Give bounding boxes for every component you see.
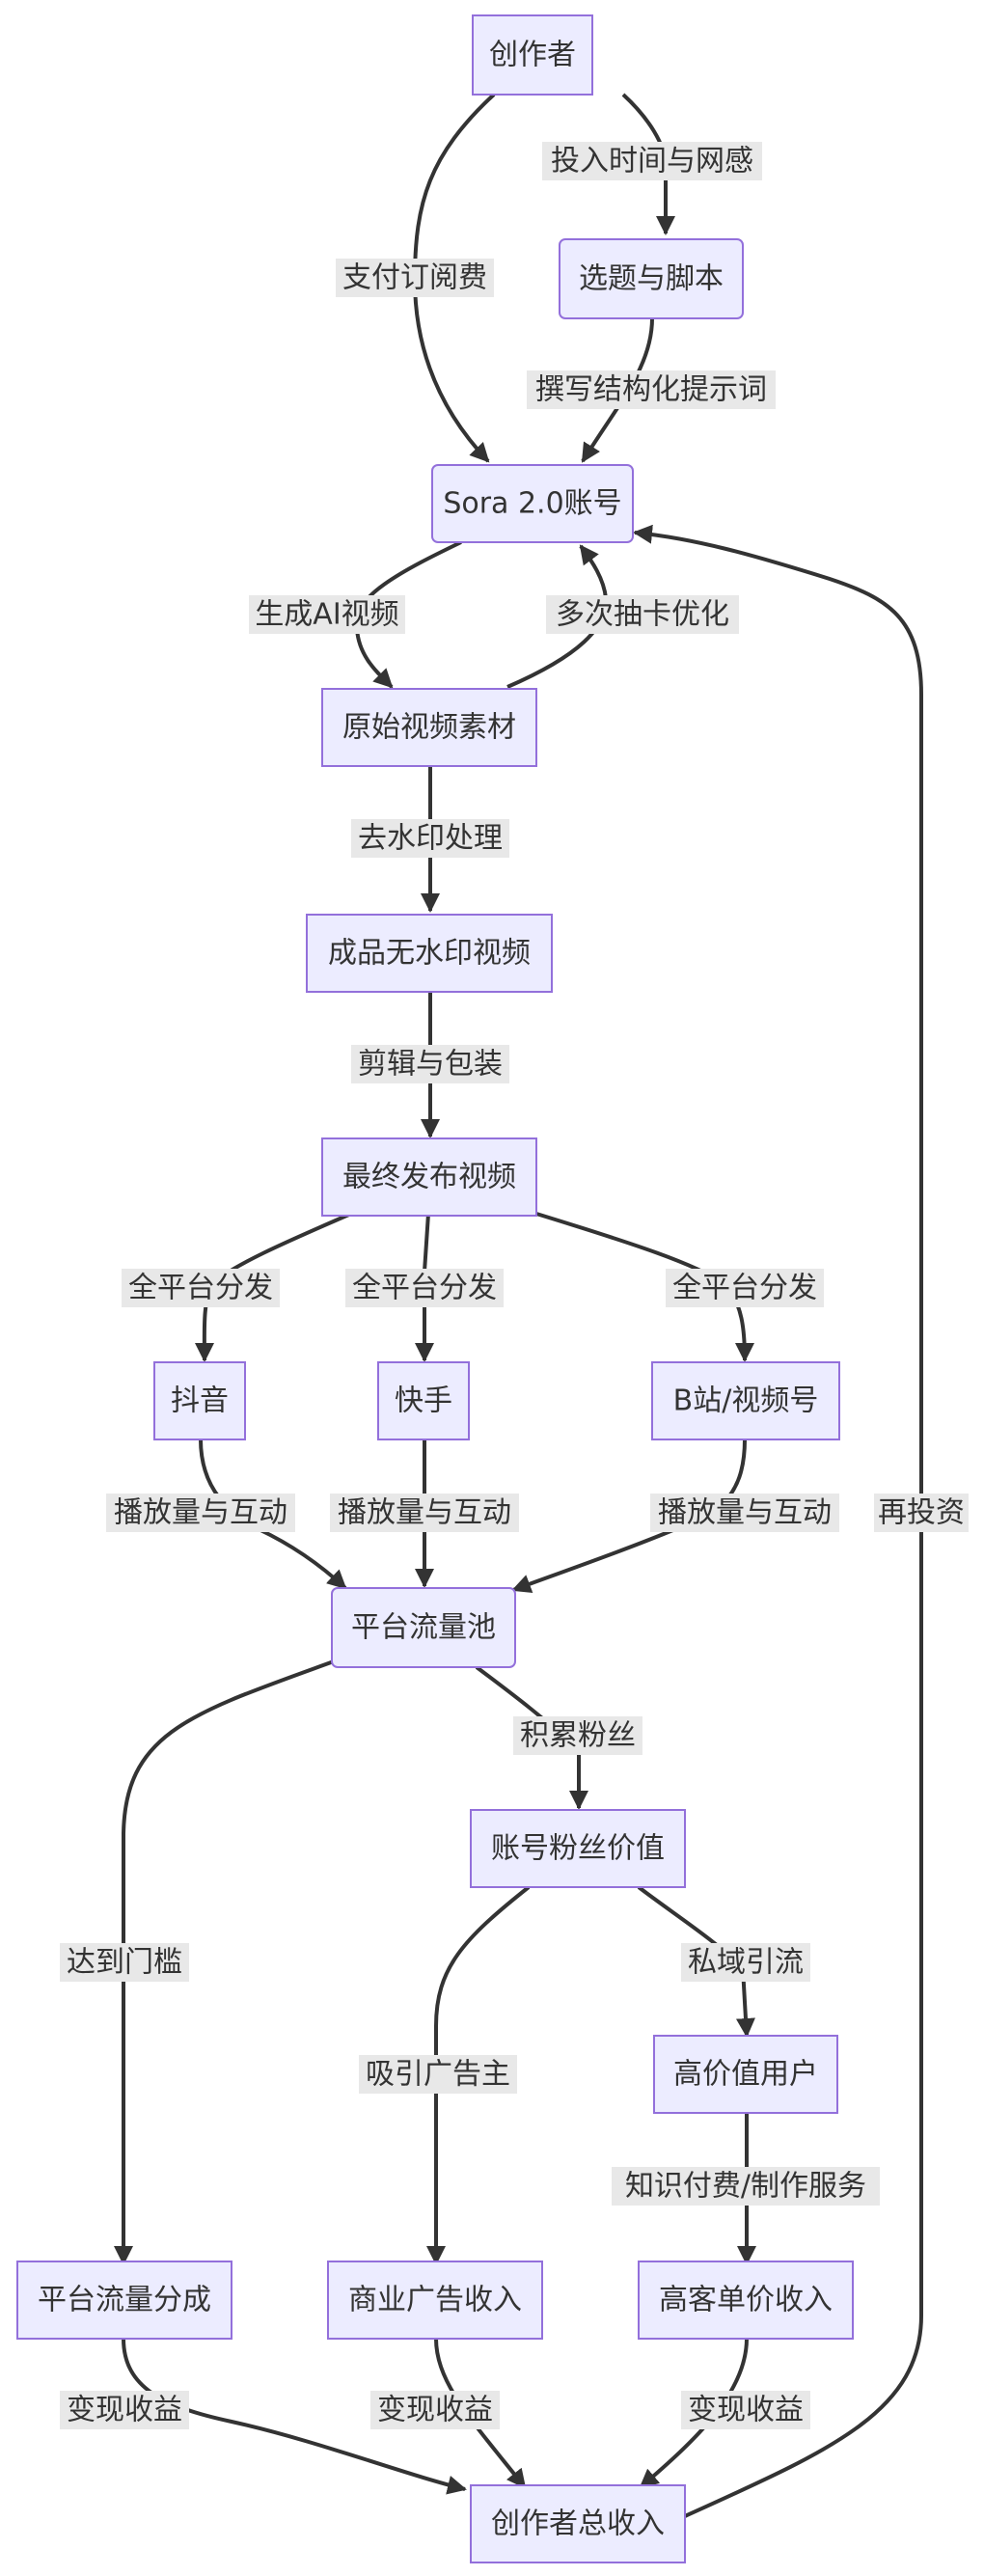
svg-text:抖音: 抖音 — [171, 1384, 229, 1418]
svg-text:去水印处理: 去水印处理 — [358, 822, 503, 856]
svg-text:多次抽卡优化: 多次抽卡优化 — [556, 598, 729, 632]
edge-label-knowledge: 知识付费/制作服务 — [612, 2167, 880, 2206]
svg-text:账号粉丝价值: 账号粉丝价值 — [491, 1832, 665, 1866]
svg-text:选题与脚本: 选题与脚本 — [579, 262, 724, 296]
edge-label-accumulate: 积累粉丝 — [513, 1716, 642, 1755]
node-script: 选题与脚本 — [559, 238, 744, 319]
edge-label-edit: 剪辑与包装 — [351, 1045, 509, 1083]
svg-text:创作者: 创作者 — [489, 39, 576, 72]
svg-text:支付订阅费: 支付订阅费 — [342, 261, 487, 295]
edge-labels: 投入时间与网感 支付订阅费 撰写结构化提示词 生成AI视频 多次抽卡优化 去水印… — [60, 142, 969, 2429]
edge-label-monetize2: 变现收益 — [370, 2391, 500, 2429]
node-hvuser: 高价值用户 — [653, 2035, 838, 2114]
edge-label-play3: 播放量与互动 — [650, 1494, 839, 1532]
node-raw: 原始视频素材 — [321, 688, 537, 767]
node-kuaishou: 快手 — [377, 1361, 470, 1440]
svg-text:播放量与互动: 播放量与互动 — [114, 1496, 287, 1530]
node-clean: 成品无水印视频 — [306, 914, 553, 993]
svg-text:投入时间与网感: 投入时间与网感 — [551, 145, 753, 178]
svg-text:创作者总收入: 创作者总收入 — [491, 2507, 665, 2541]
svg-text:再投资: 再投资 — [878, 1496, 965, 1530]
edge-pool-share — [114, 1659, 335, 2265]
edge-label-invest-time: 投入时间与网感 — [542, 142, 762, 180]
svg-text:吸引广告主: 吸引广告主 — [366, 2058, 510, 2092]
edge-label-reinvest: 再投资 — [874, 1494, 969, 1532]
edge-share-total — [122, 2338, 467, 2495]
svg-text:平台流量分成: 平台流量分成 — [38, 2284, 211, 2317]
edge-label-attract-ads: 吸引广告主 — [359, 2055, 517, 2094]
svg-text:变现收益: 变现收益 — [688, 2394, 804, 2427]
svg-text:达到门槛: 达到门槛 — [67, 1946, 182, 1980]
svg-text:生成AI视频: 生成AI视频 — [255, 598, 398, 632]
svg-text:平台流量池: 平台流量池 — [351, 1611, 496, 1645]
svg-text:最终发布视频: 最终发布视频 — [342, 1161, 516, 1194]
node-pool: 平台流量池 — [331, 1587, 516, 1668]
edge-label-play1: 播放量与互动 — [106, 1494, 295, 1532]
edge-label-dewatermark: 去水印处理 — [351, 819, 509, 858]
node-fans: 账号粉丝价值 — [470, 1809, 686, 1888]
edge-label-monetize1: 变现收益 — [60, 2391, 189, 2429]
svg-text:高价值用户: 高价值用户 — [673, 2058, 818, 2092]
svg-text:商业广告收入: 商业广告收入 — [348, 2284, 522, 2317]
svg-text:知识付费/制作服务: 知识付费/制作服务 — [625, 2170, 866, 2204]
edge-label-gen-ai: 生成AI视频 — [249, 595, 405, 634]
nodes: 创作者 选题与脚本 Sora 2.0账号 原始视频素材 成品无水印视频 最终发布… — [16, 14, 854, 2563]
svg-text:B站/视频号: B站/视频号 — [673, 1384, 819, 1418]
node-ads: 商业广告收入 — [327, 2261, 543, 2340]
edge-total-sora — [633, 524, 923, 2518]
svg-text:高客单价收入: 高客单价收入 — [659, 2284, 833, 2317]
svg-text:积累粉丝: 积累粉丝 — [520, 1719, 636, 1753]
edge-label-play2: 播放量与互动 — [330, 1494, 519, 1532]
node-total: 创作者总收入 — [470, 2484, 686, 2563]
svg-text:Sora 2.0账号: Sora 2.0账号 — [443, 487, 621, 521]
svg-text:全平台分发: 全平台分发 — [128, 1272, 273, 1305]
svg-text:全平台分发: 全平台分发 — [352, 1272, 497, 1305]
svg-text:播放量与互动: 播放量与互动 — [658, 1496, 832, 1530]
svg-text:快手: 快手 — [395, 1384, 452, 1418]
svg-text:剪辑与包装: 剪辑与包装 — [358, 1048, 503, 1082]
svg-text:原始视频素材: 原始视频素材 — [342, 711, 516, 745]
node-creator: 创作者 — [472, 14, 593, 96]
node-sora: Sora 2.0账号 — [431, 464, 634, 543]
edge-label-dist2: 全平台分发 — [345, 1269, 504, 1307]
edge-label-dist1: 全平台分发 — [122, 1269, 280, 1307]
node-final: 最终发布视频 — [321, 1137, 537, 1217]
svg-text:撰写结构化提示词: 撰写结构化提示词 — [535, 373, 767, 407]
edge-label-dist3: 全平台分发 — [666, 1269, 824, 1307]
svg-text:变现收益: 变现收益 — [67, 2394, 182, 2427]
svg-text:私域引流: 私域引流 — [688, 1946, 804, 1980]
svg-text:成品无水印视频: 成品无水印视频 — [328, 937, 531, 971]
edge-fans-ads — [426, 1885, 531, 2265]
svg-text:变现收益: 变现收益 — [377, 2394, 493, 2427]
node-douyin: 抖音 — [153, 1361, 246, 1440]
edge-label-monetize3: 变现收益 — [681, 2391, 810, 2429]
edge-label-write-prompt: 撰写结构化提示词 — [527, 370, 776, 409]
node-bilibili: B站/视频号 — [651, 1361, 840, 1440]
edge-label-private: 私域引流 — [681, 1943, 810, 1982]
node-share: 平台流量分成 — [16, 2261, 232, 2340]
node-highprice: 高客单价收入 — [638, 2261, 854, 2340]
svg-text:播放量与互动: 播放量与互动 — [338, 1496, 511, 1530]
edge-label-retry: 多次抽卡优化 — [546, 595, 739, 634]
edge-label-pay-sub: 支付订阅费 — [336, 259, 494, 297]
svg-text:全平台分发: 全平台分发 — [672, 1272, 817, 1305]
edge-label-threshold: 达到门槛 — [60, 1943, 189, 1982]
